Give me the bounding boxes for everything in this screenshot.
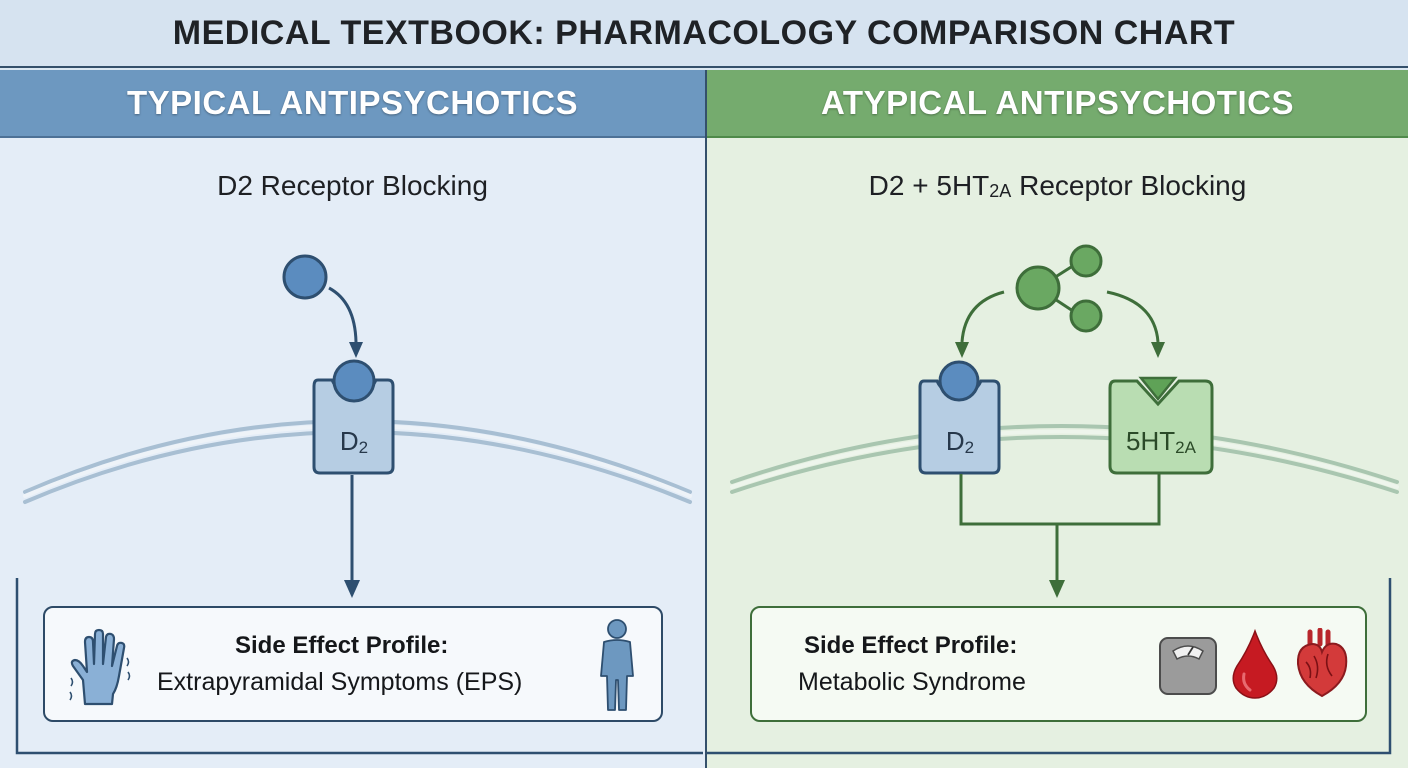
atypical-mechanism-label: D2 + 5HT2A Receptor Blocking <box>868 170 1247 201</box>
atypical-header: ATYPICAL ANTIPSYCHOTICS <box>707 70 1408 138</box>
trembling-hand-icon <box>69 628 131 706</box>
panel-bracket <box>15 578 703 755</box>
blood-drop-icon <box>1232 628 1278 699</box>
atypical-panel: ATYPICAL ANTIPSYCHOTICS D2 + 5HT2A Recep… <box>705 70 1408 768</box>
page-title: MEDICAL TEXTBOOK: PHARMACOLOGY COMPARISO… <box>0 0 1408 68</box>
atypical-side-effect-heading: Side Effect Profile: <box>804 632 1018 659</box>
d2-binding-arrow <box>960 290 1005 343</box>
ht2a-receptor <box>1108 379 1214 475</box>
typical-side-effect-heading: Side Effect Profile: <box>235 632 449 659</box>
bound-d2-molecule <box>938 360 980 402</box>
typical-side-effect-text: Extrapyramidal Symptoms (EPS) <box>157 668 523 696</box>
atypical-side-effect-box: Side Effect Profile: Metabolic Syndrome <box>750 606 1367 722</box>
bound-ht2a-molecule <box>1138 376 1178 401</box>
d2-binding-arrow-head <box>955 342 969 358</box>
drug-molecule <box>282 254 328 300</box>
heart-icon <box>1296 628 1348 698</box>
bound-drug-molecule <box>332 359 376 403</box>
weight-scale-icon <box>1159 637 1217 695</box>
typical-diagram <box>15 254 703 755</box>
ht-binding-arrow-head <box>1151 342 1165 358</box>
convergence-connector <box>959 474 1161 582</box>
d2-receptor-label: D2 <box>339 426 369 457</box>
typical-side-effect-box: Side Effect Profile: Extrapyramidal Symp… <box>43 606 663 722</box>
d2-receptor-label: D2 <box>945 426 975 457</box>
typical-header: TYPICAL ANTIPSYCHOTICS <box>0 70 705 138</box>
typical-panel: TYPICAL ANTIPSYCHOTICS D2 Receptor Block… <box>0 70 705 768</box>
binding-arrow-head <box>349 342 363 358</box>
drug-molecule-cluster <box>1015 244 1103 333</box>
panel-bracket <box>707 578 1392 755</box>
typical-mechanism-label: D2 Receptor Blocking <box>217 170 488 201</box>
person-icon <box>600 619 634 711</box>
effect-arrow-head <box>344 580 360 598</box>
cell-membrane <box>730 424 1399 494</box>
atypical-side-effect-text: Metabolic Syndrome <box>798 668 1026 696</box>
ht-binding-arrow <box>1106 290 1160 343</box>
effect-arrow-head <box>1049 580 1065 598</box>
atypical-diagram <box>707 244 1399 755</box>
ht2a-receptor-label: 5HT2A <box>1126 426 1196 457</box>
binding-arrow <box>328 286 358 343</box>
